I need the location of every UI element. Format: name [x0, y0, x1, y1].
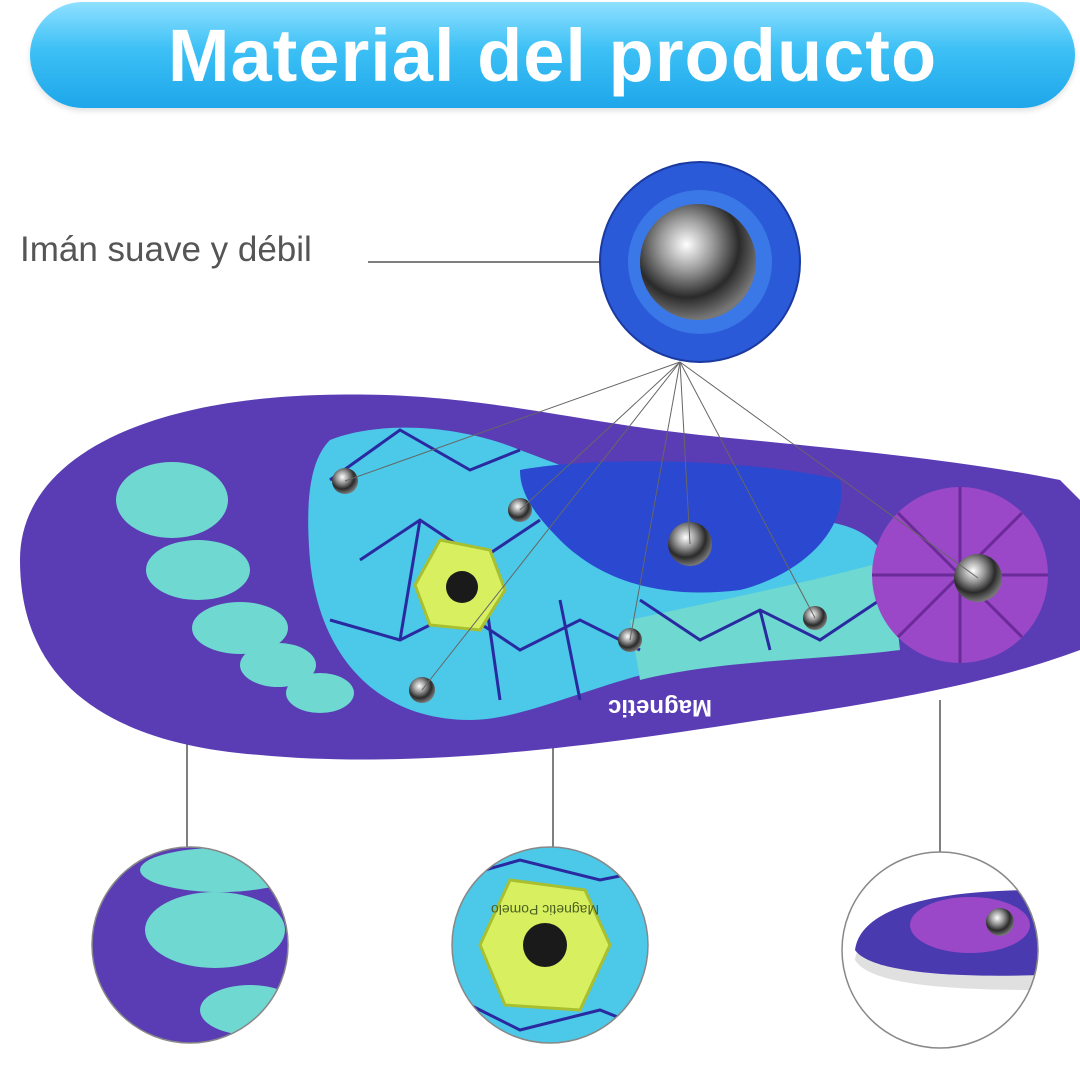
title-banner: Material del producto: [30, 2, 1075, 108]
hexagon-text: Magnetic Pomelo: [491, 902, 599, 918]
magnet-callout-label: Imán suave y débil: [20, 230, 312, 269]
hexagon-detail-circle: Magnetic Pomelo: [452, 847, 648, 1043]
insole-brand-text: Magnetic: [608, 694, 712, 721]
toe-pads: [116, 462, 354, 713]
magnet-detail-circle: [599, 161, 801, 363]
heel-detail-circle: [842, 852, 1038, 1048]
page-title: Material del producto: [167, 13, 938, 97]
magnet-connector-lines: [344, 361, 979, 691]
insole: Magnetic: [20, 361, 1080, 760]
magnet-ball-icon: [640, 204, 756, 320]
